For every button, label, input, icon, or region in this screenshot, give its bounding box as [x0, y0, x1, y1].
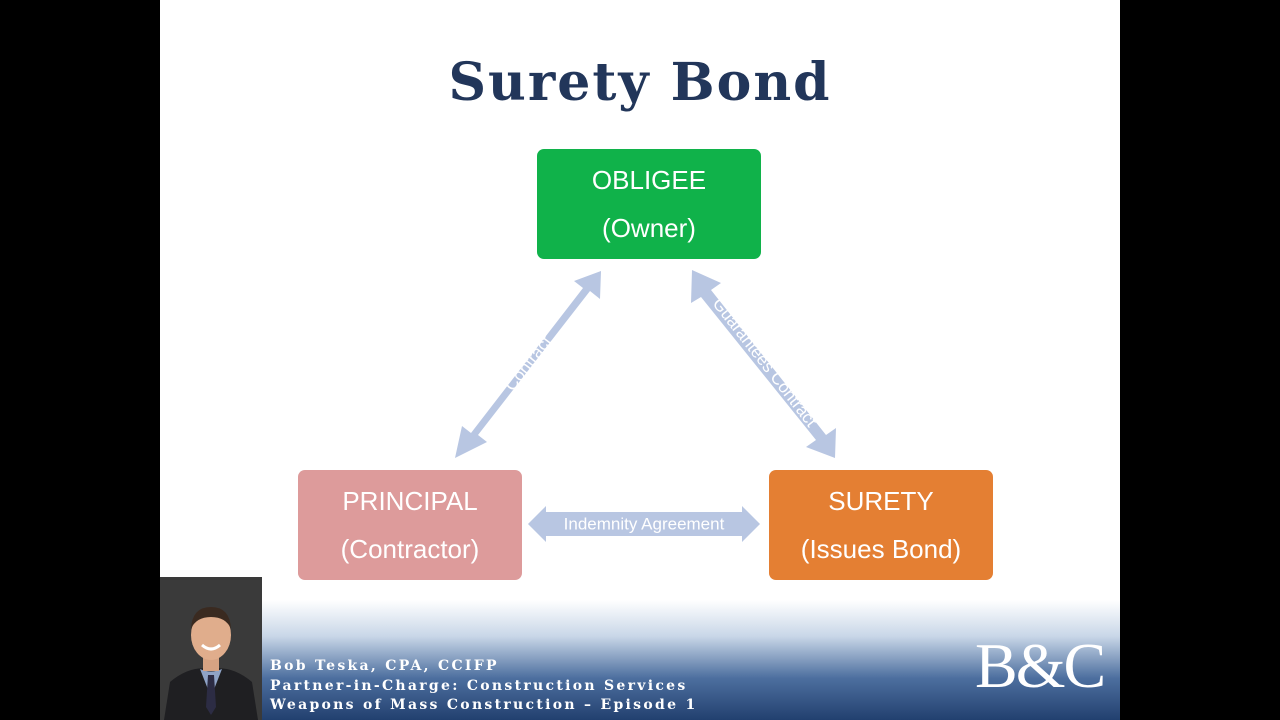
indemnity-arrow: [528, 506, 760, 542]
footer-band: [160, 600, 1120, 720]
obligee-title: OBLIGEE: [591, 165, 707, 195]
surety-title: SURETY: [828, 486, 934, 516]
principal-title: PRINCIPAL: [342, 486, 478, 516]
slide: Surety Bond Contract Guarantees Contract…: [160, 0, 1120, 720]
series-title: Weapons of Mass Construction – Episode 1: [270, 697, 698, 713]
principal-subtitle: (Contractor): [340, 534, 480, 564]
contract-arrow: [455, 271, 601, 458]
presenter-portrait-icon: [160, 577, 262, 720]
relationship-diagram: Contract Guarantees Contract Indemnity A…: [455, 270, 836, 542]
surety-box: SURETY (Issues Bond): [769, 470, 993, 580]
presenter-name: Bob Teska, CPA, CCIFP: [270, 658, 499, 674]
bc-logo: B&C: [975, 618, 1106, 714]
contract-label: Contract: [501, 332, 556, 395]
guarantee-label: Guarantees Contract: [709, 294, 821, 430]
indemnity-label: Indemnity Agreement: [564, 514, 725, 533]
obligee-box: OBLIGEE (Owner): [537, 149, 761, 259]
guarantee-arrow: [691, 270, 836, 458]
bc-logo-text: B&C: [975, 630, 1106, 701]
surety-subtitle: (Issues Bond): [800, 534, 962, 564]
presenter-credits: Bob Teska, CPA, CCIFP Partner-in-Charge:…: [270, 657, 830, 716]
obligee-subtitle: (Owner): [602, 213, 696, 243]
presenter-role: Partner-in-Charge: Construction Services: [270, 677, 688, 694]
slide-title: Surety Bond: [448, 52, 832, 113]
principal-box: PRINCIPAL (Contractor): [298, 470, 522, 580]
